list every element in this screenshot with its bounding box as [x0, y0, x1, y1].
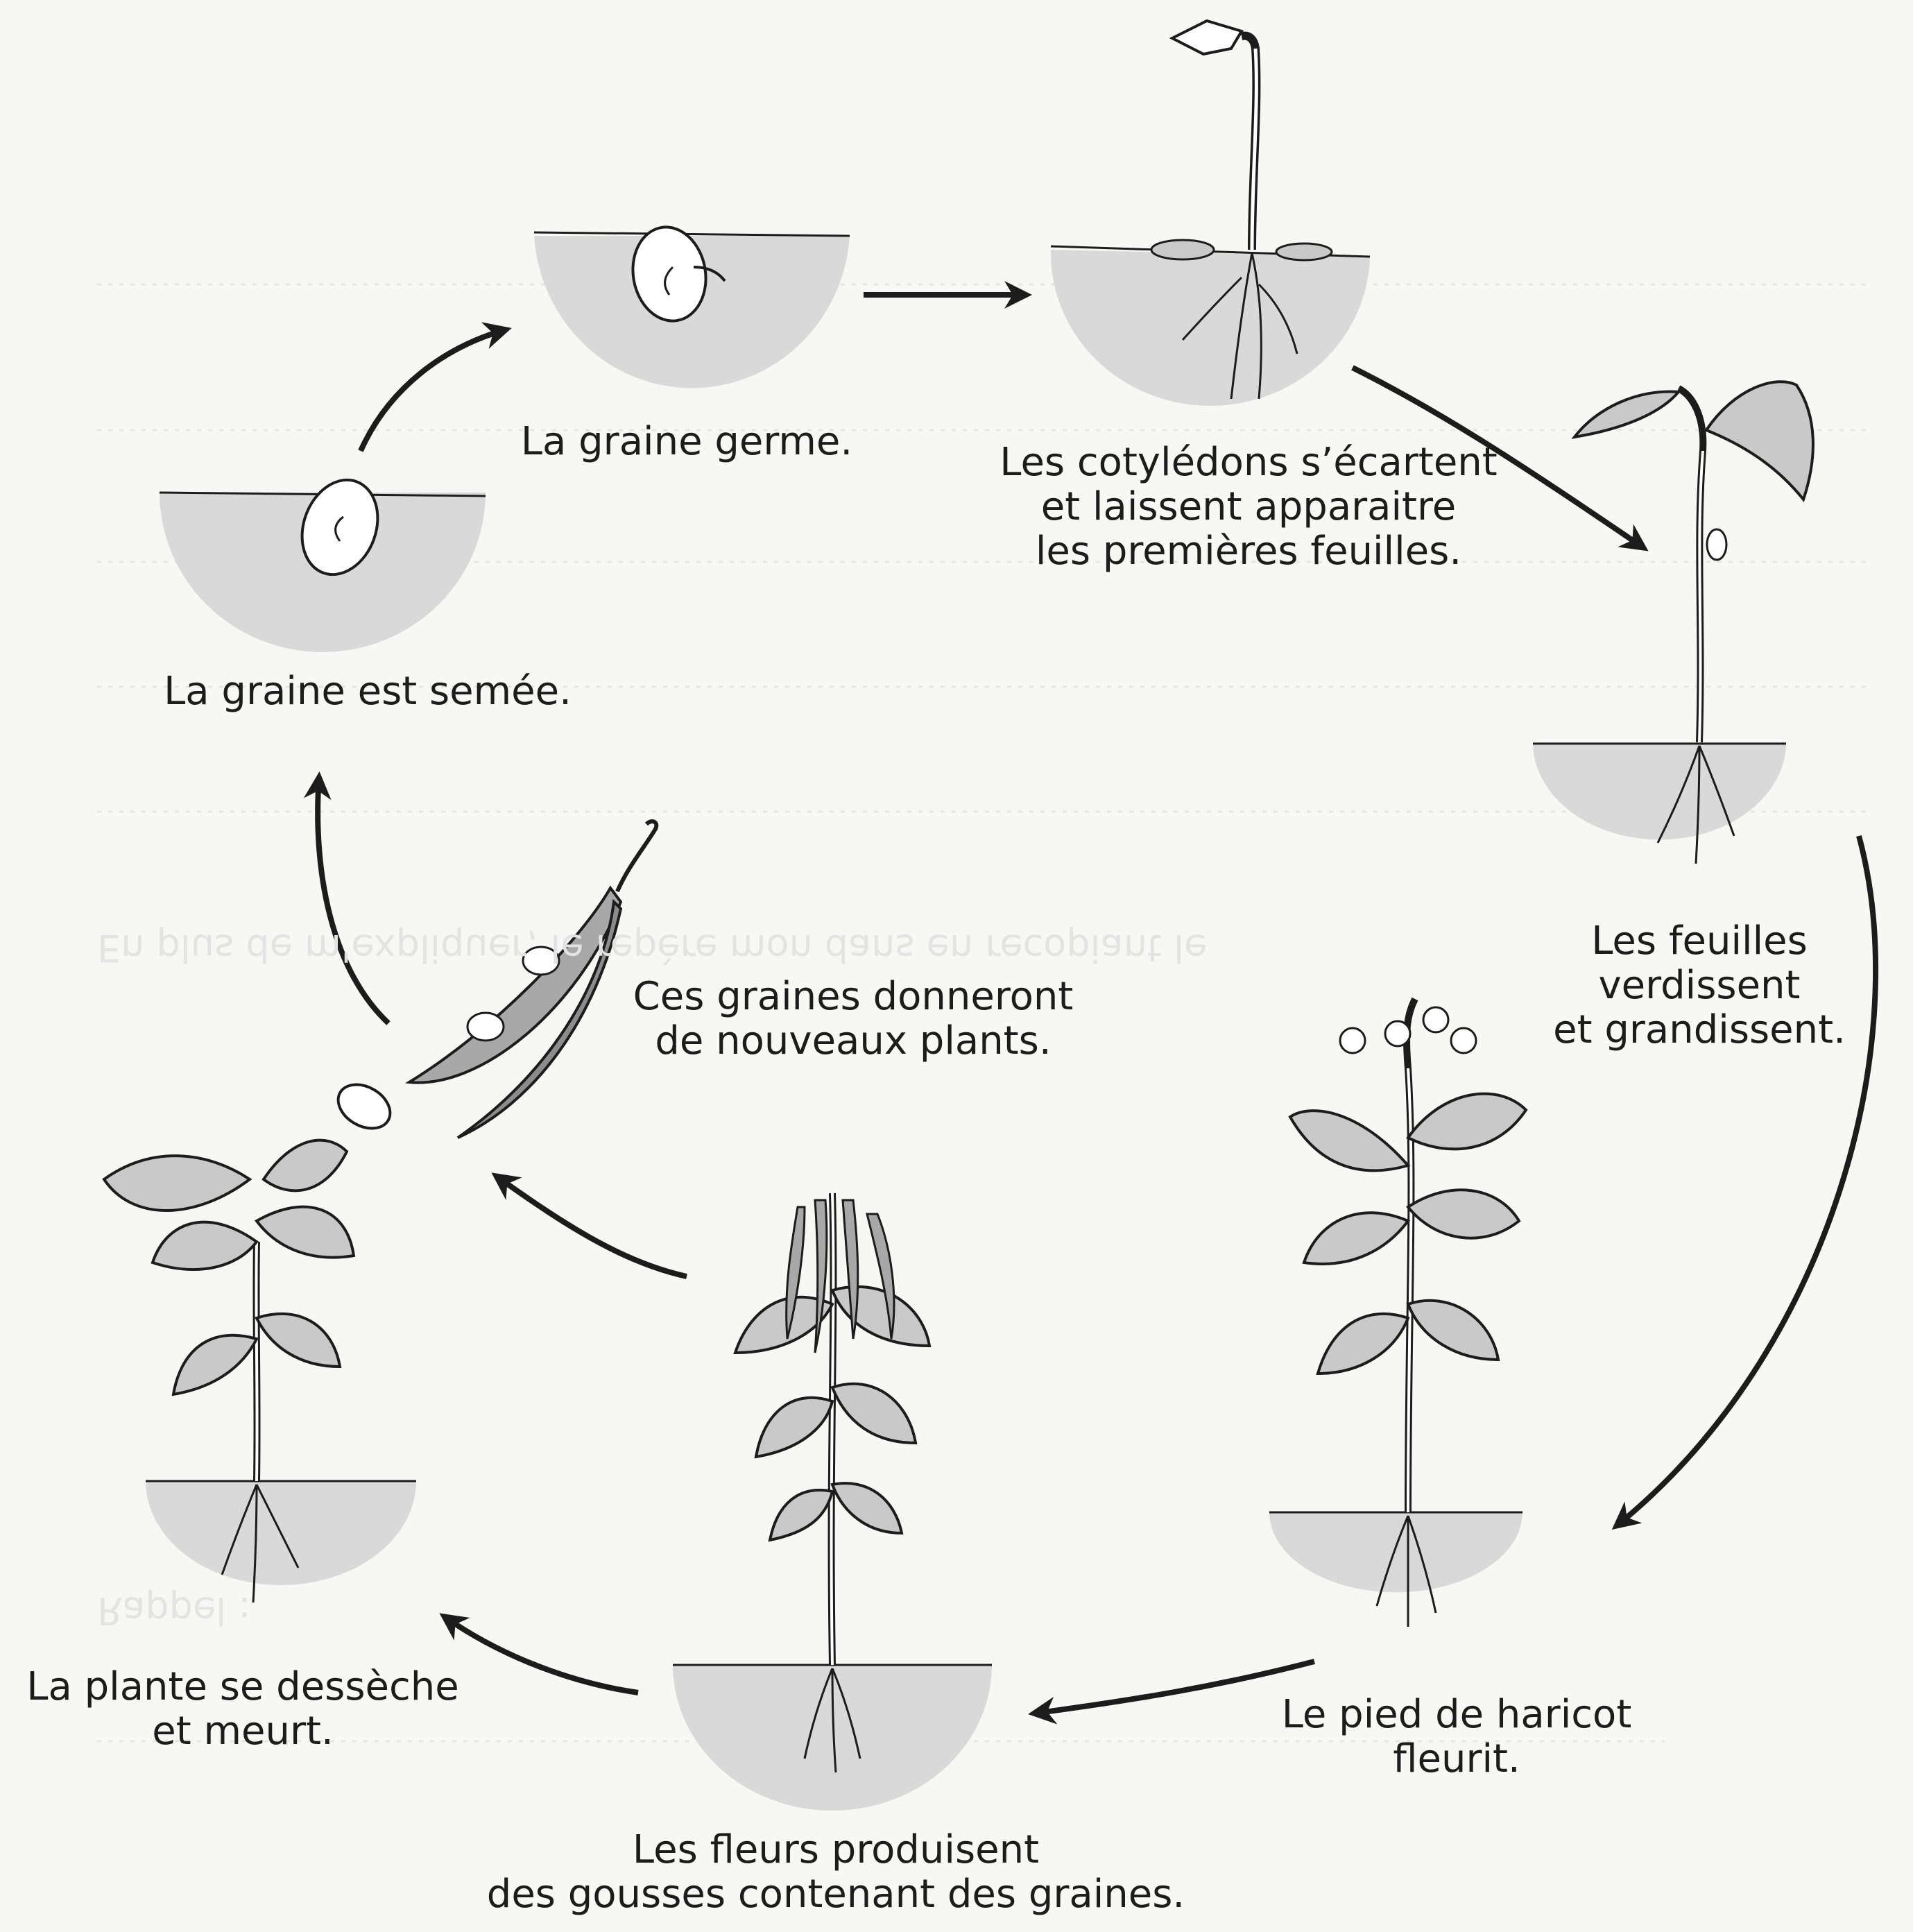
leaf-icon — [1706, 382, 1813, 499]
caption-line: La plante se dessèche — [7, 1665, 479, 1709]
bleed-through-text: En plus de m'expliquer, le repère mon da… — [97, 926, 1207, 970]
cotyledon-icon — [1276, 243, 1332, 260]
stage-cotyledons-illustration — [1051, 21, 1370, 406]
caption-line: verdissent — [1536, 964, 1862, 1008]
soil-bowl — [1269, 1512, 1522, 1592]
caption-line: et grandissent. — [1536, 1008, 1862, 1052]
caption-line: et meurt. — [7, 1709, 479, 1754]
caption-line: fleurit. — [1249, 1737, 1665, 1781]
caption-flowers: Le pied de haricot fleurit. — [1249, 1693, 1665, 1781]
caption-pods: Les fleurs produisent des gousses conten… — [444, 1828, 1228, 1917]
cotyledon-icon — [1707, 529, 1726, 560]
caption-line: les premières feuilles. — [971, 529, 1526, 574]
arrow-seeds-to-sown — [318, 777, 388, 1023]
bean-seed-icon — [467, 1013, 504, 1041]
caption-seeds: Ces graines donneront de nouveaux plants… — [603, 975, 1103, 1063]
caption-line: des gousses contenant des graines. — [444, 1872, 1228, 1917]
caption-line: La graine est semée. — [139, 669, 597, 714]
stage-flowers-illustration — [1269, 999, 1526, 1627]
stage-sown-illustration — [160, 469, 486, 652]
caption-dies: La plante se dessèche et meurt. — [7, 1665, 479, 1754]
leaf-bud-icon — [1172, 21, 1242, 54]
caption-line: La graine germe. — [479, 420, 895, 464]
soil-bowl — [1051, 250, 1370, 406]
wilted-leaves-icon — [104, 1140, 354, 1394]
arrow-pods-to-seeds — [496, 1176, 687, 1276]
caption-line: de nouveaux plants. — [603, 1019, 1103, 1063]
stage-pods-illustration — [673, 1193, 992, 1811]
caption-line: Ces graines donneront — [603, 975, 1103, 1019]
caption-cotyledons: Les cotylédons s’écartent et laissent ap… — [971, 441, 1526, 574]
cotyledon-icon — [1151, 240, 1214, 259]
ground-line — [534, 232, 850, 236]
caption-line: et laissent apparaitre — [971, 485, 1526, 529]
stage-leaves-illustration — [1533, 382, 1813, 864]
caption-line: Les fleurs produisent — [444, 1828, 1228, 1872]
caption-line: Les feuilles — [1536, 919, 1862, 964]
pod-stalk-icon — [617, 821, 656, 891]
stage-dies-illustration — [104, 1140, 416, 1602]
caption-line: Les cotylédons s’écartent — [971, 441, 1526, 485]
caption-germinate: La graine germe. — [479, 420, 895, 464]
stage-germinate-illustration — [534, 221, 850, 388]
caption-line: Le pied de haricot — [1249, 1693, 1665, 1737]
caption-sown: La graine est semée. — [139, 669, 597, 714]
caption-leaves: Les feuilles verdissent et grandissent. — [1536, 919, 1862, 1052]
bean-seed-icon — [330, 1076, 397, 1137]
soil-bowl — [1533, 742, 1786, 839]
bleed-through-text: Rappel : — [97, 1589, 251, 1632]
